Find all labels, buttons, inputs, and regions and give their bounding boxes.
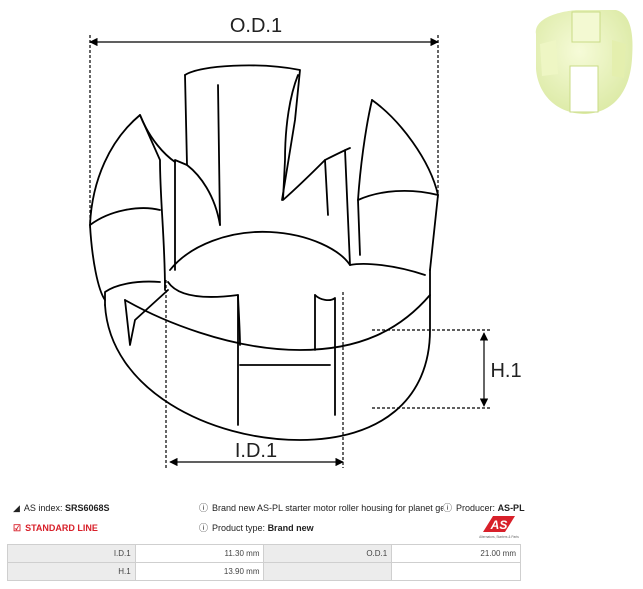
spec-value: 21.00 mm	[391, 544, 521, 563]
product-thumbnail[interactable]	[526, 4, 638, 118]
producer-label: Producer:	[456, 503, 496, 513]
info-icon: ⓘ	[199, 522, 209, 533]
technical-drawing: O.D.1 I.D.1 H.1	[89, 15, 522, 468]
od-dimension-label: O.D.1	[230, 15, 282, 37]
standard-line-text: STANDARD LINE	[25, 523, 98, 533]
spec-value	[391, 562, 521, 581]
product-type-value: Brand new	[267, 523, 314, 533]
spec-value: 11.30 mm	[134, 544, 265, 563]
product-info: ◢ AS index: SRS6068S ⓘ Brand new AS-PL s…	[0, 496, 643, 536]
table-row: I.D.1 11.30 mm O.D.1 21.00 mm	[7, 544, 521, 563]
description-text: Brand new AS-PL starter motor roller hou…	[212, 503, 454, 513]
producer-value: AS-PL	[497, 503, 525, 513]
left-prong	[89, 114, 166, 291]
check-square-icon: ☑	[13, 522, 22, 533]
spec-label: H.1	[7, 562, 136, 581]
info-icon: ⓘ	[199, 502, 209, 513]
spec-label: O.D.1	[263, 544, 393, 563]
svg-text:Alternators, Starters & Parts: Alternators, Starters & Parts	[479, 535, 519, 539]
tag-icon: ◢	[13, 502, 20, 513]
housing-inner-bore	[169, 230, 351, 271]
as-index-value: SRS6068S	[64, 503, 110, 513]
id-dimension-label: I.D.1	[235, 440, 277, 462]
h-dimension-label: H.1	[490, 360, 521, 382]
as-index: ◢ AS index: SRS6068S	[13, 503, 110, 513]
standard-line-badge: ☑ STANDARD LINE	[13, 523, 98, 533]
housing-outer-body	[104, 269, 431, 441]
description: ⓘ Brand new AS-PL starter motor roller h…	[199, 503, 453, 513]
spec-value: 13.90 mm	[134, 562, 265, 581]
right-prong	[371, 99, 439, 271]
product-type: ⓘ Product type: Brand new	[199, 523, 314, 533]
svg-text:AS: AS	[490, 518, 508, 532]
back-prong	[184, 64, 301, 201]
producer: ⓘ Producer: AS-PL	[443, 503, 525, 513]
as-pl-logo: AS Alternators, Starters & Parts	[479, 516, 519, 539]
spec-label: I.D.1	[7, 544, 136, 563]
table-row: H.1 13.90 mm	[7, 562, 521, 581]
spec-table: I.D.1 11.30 mm O.D.1 21.00 mm H.1 13.90 …	[7, 544, 521, 581]
product-type-label: Product type:	[212, 523, 266, 533]
info-icon: ⓘ	[443, 502, 453, 513]
as-index-label: AS index:	[23, 503, 63, 513]
spec-label	[263, 562, 393, 581]
